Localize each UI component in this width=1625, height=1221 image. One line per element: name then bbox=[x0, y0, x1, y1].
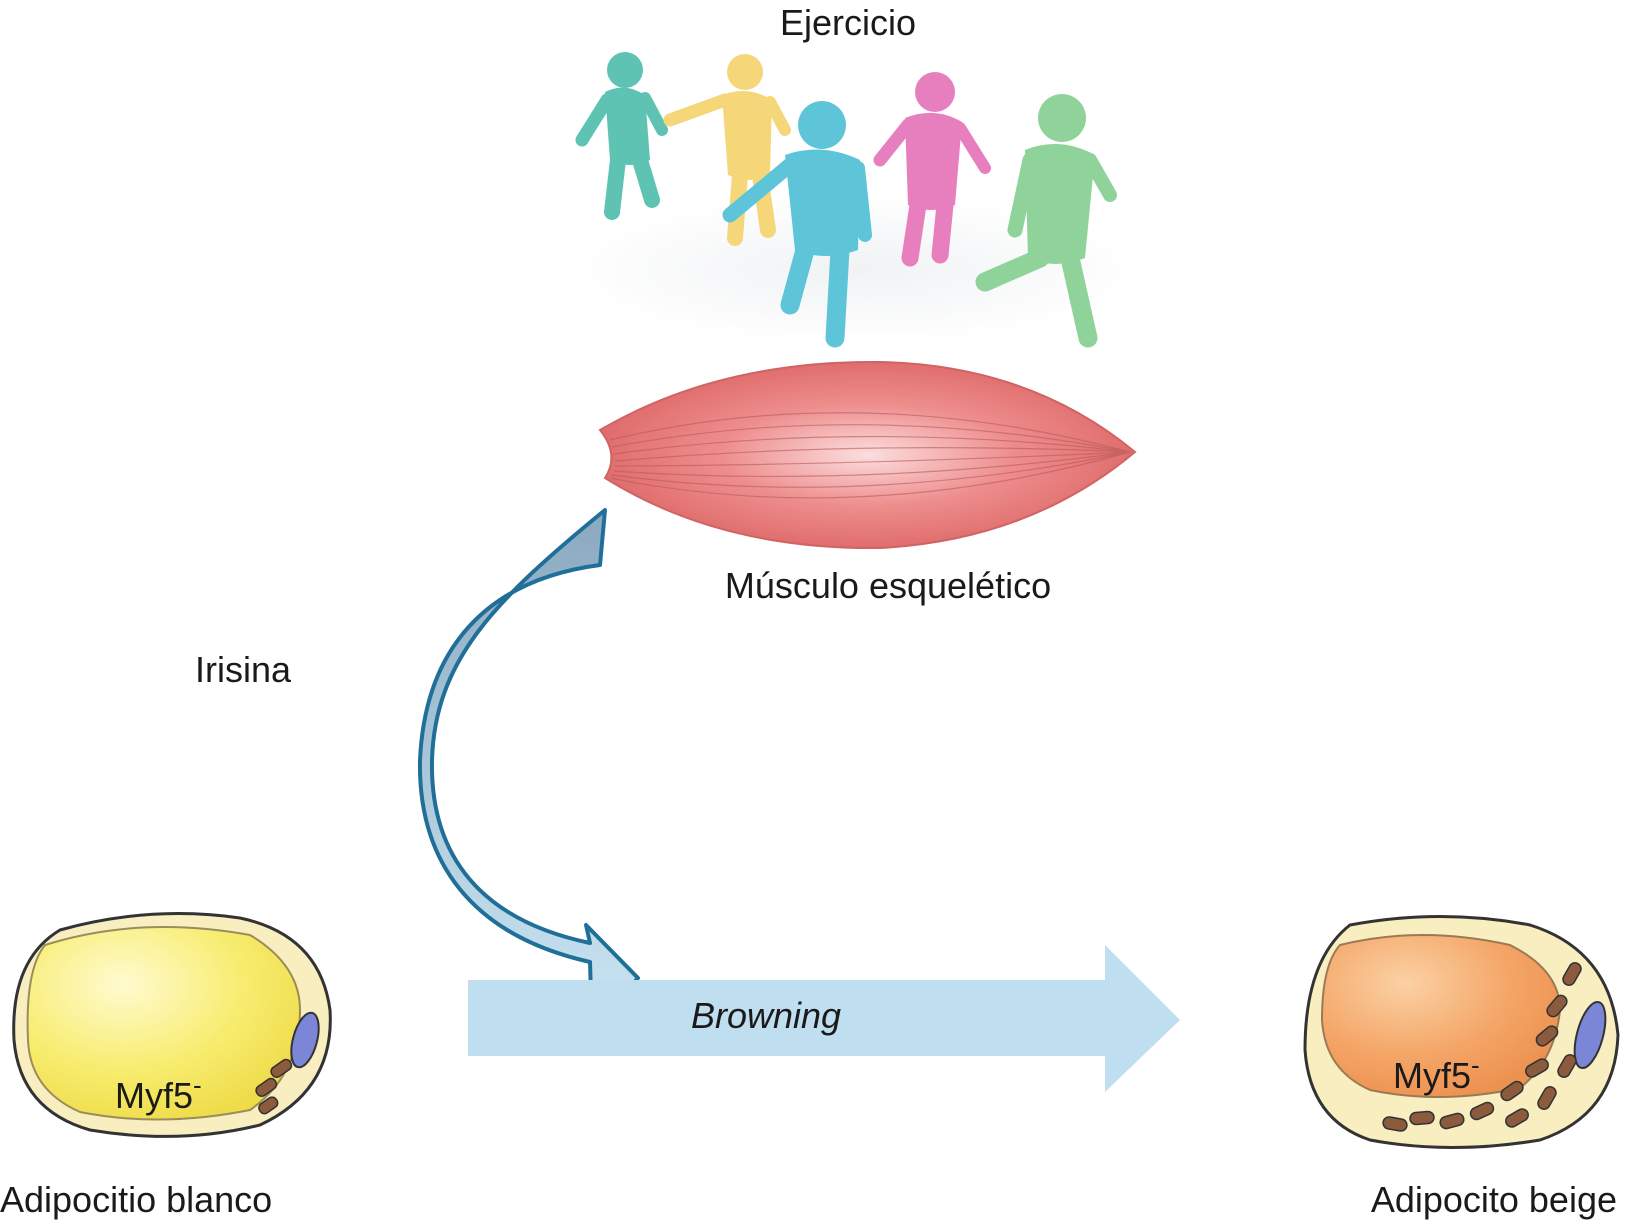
svg-text:Myf5-: Myf5- bbox=[1393, 1050, 1480, 1096]
browning-arrow-icon bbox=[468, 945, 1180, 1092]
myf5-white-label: Myf5 bbox=[115, 1075, 193, 1116]
beige-adipocyte-group: Myf5- Adipocito beige bbox=[1303, 915, 1620, 1220]
irisina-label: Irisina bbox=[195, 649, 292, 690]
beige-adipocyte-icon bbox=[1303, 915, 1620, 1149]
exercise-group: Ejercicio bbox=[560, 2, 1150, 348]
runner-green bbox=[975, 94, 1117, 348]
white-adipocyte-group: Myf5- Adipocitio blanco bbox=[0, 912, 332, 1220]
runner-cyan bbox=[722, 101, 872, 348]
ejercicio-label: Ejercicio bbox=[780, 2, 916, 43]
myf5-beige-label: Myf5 bbox=[1393, 1055, 1471, 1096]
adipocito-blanco-label: Adipocitio blanco bbox=[0, 1179, 272, 1220]
irisina-group: Irisina bbox=[195, 508, 640, 1030]
myf5-white-minus: - bbox=[193, 1070, 202, 1100]
runner-pink bbox=[873, 72, 991, 267]
mitochondria-icon bbox=[255, 1058, 293, 1115]
beige-nucleus-icon bbox=[1573, 1000, 1607, 1070]
muscle-icon bbox=[598, 360, 1137, 550]
white-adipocyte-icon bbox=[12, 912, 332, 1138]
running-people-icon bbox=[560, 52, 1150, 348]
nucleus-icon bbox=[290, 1011, 320, 1069]
browning-group: Browning bbox=[468, 945, 1180, 1092]
musculo-label: Músculo esquelético bbox=[725, 565, 1051, 606]
muscle-group: Músculo esquelético bbox=[598, 360, 1137, 606]
svg-text:Myf5-: Myf5- bbox=[115, 1070, 202, 1116]
adipocito-beige-label: Adipocito beige bbox=[1371, 1179, 1617, 1220]
myf5-beige-minus: - bbox=[1471, 1050, 1480, 1080]
beige-mitochondria-icon bbox=[1382, 962, 1582, 1132]
runner-teal bbox=[575, 52, 668, 220]
curved-arrow-icon bbox=[417, 508, 640, 1030]
browning-label: Browning bbox=[691, 995, 841, 1036]
